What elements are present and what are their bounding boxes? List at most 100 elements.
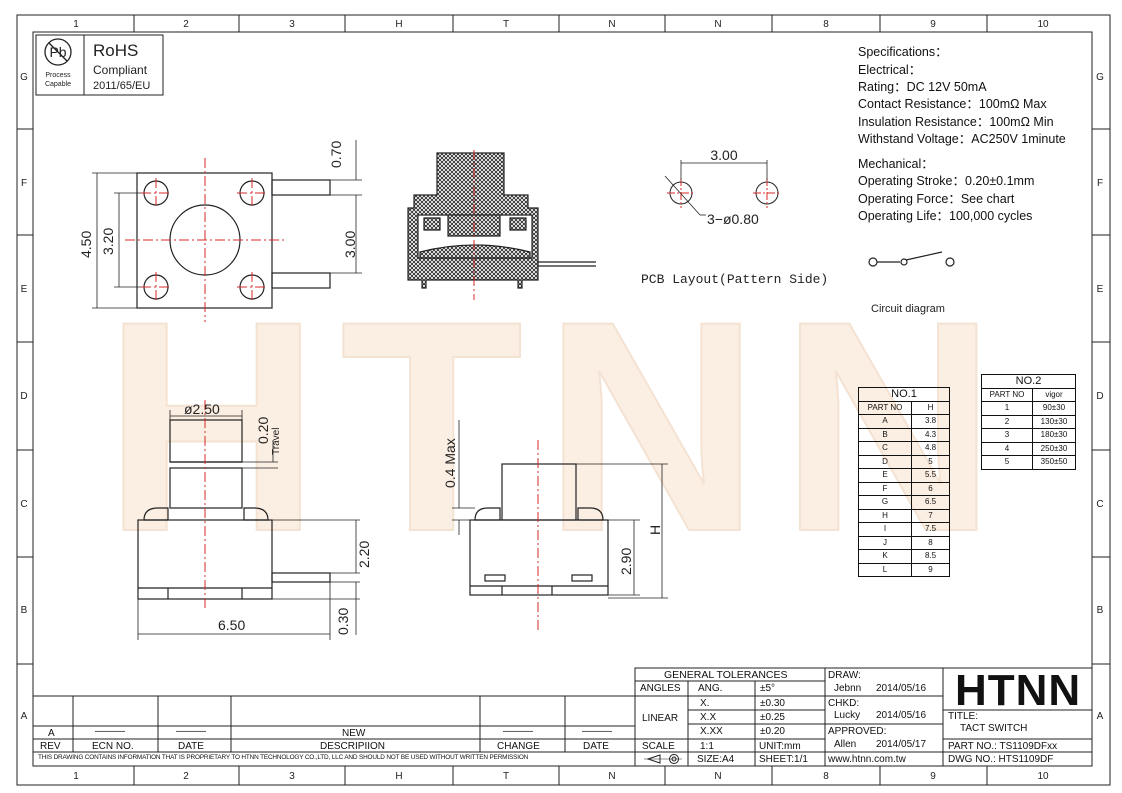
part-code-cell: A: [858, 414, 912, 429]
draw-label: DRAW:: [828, 670, 861, 681]
approved-label: APPROVED:: [828, 726, 887, 737]
col-label: H: [395, 19, 402, 30]
part-value-cell: 9: [911, 562, 950, 577]
chkd-name: Lucky: [834, 710, 861, 721]
projection-symbol: [644, 754, 682, 764]
rohs-badge: Pb Process Capable RoHS Compliant 2011/6…: [35, 34, 164, 96]
spec-line: Operating Force：See chart: [858, 192, 1015, 206]
col-label: N: [608, 19, 615, 30]
col-label: 10: [1037, 771, 1049, 782]
draw-date: 2014/05/16: [876, 683, 927, 694]
title-value: TACT SWITCH: [960, 723, 1028, 734]
part-code-cell: J: [858, 535, 912, 550]
spec-line: Operating Stroke：0.20±0.1mm: [858, 174, 1035, 188]
title-label: TITLE:: [948, 711, 979, 722]
spec-line: Operating Life：100,000 cycles: [858, 209, 1033, 223]
pb-symbol: Pb: [49, 44, 66, 60]
rev-value: A: [48, 728, 55, 739]
col-label: N: [714, 771, 721, 782]
col-label: T: [503, 771, 509, 782]
circuit-symbol: [868, 251, 955, 267]
part-value-cell: 8: [911, 535, 950, 550]
row-label: F: [21, 178, 27, 189]
part-code-cell: 5: [981, 455, 1033, 470]
side-view: [137, 400, 360, 640]
col-label: H: [395, 771, 402, 782]
front-view: [452, 420, 668, 630]
date-dash: ———: [176, 726, 206, 737]
row-label: E: [21, 284, 28, 295]
ecn-dash: ———: [95, 726, 125, 737]
tol-scale-val: 1:1: [700, 741, 714, 752]
proprietary-notice: THIS DRAWING CONTAINS INFORMATION THAT I…: [38, 754, 529, 761]
spec-line: Rating：DC 12V 50mA: [858, 80, 987, 94]
rohs-title: RoHS: [93, 41, 138, 60]
tol-x1: X.: [700, 698, 710, 709]
tol-linear: LINEAR: [642, 713, 679, 724]
title-block-lines: [33, 667, 1093, 767]
tol-ang: ANG.: [698, 683, 723, 694]
part-value-cell: 350±50: [1032, 455, 1076, 470]
row-label: E: [1097, 284, 1104, 295]
col-label: 9: [930, 19, 936, 30]
table-header: PART NO: [858, 400, 912, 415]
row-label: A: [21, 711, 28, 722]
tol-x3-val: ±0.20: [760, 726, 785, 737]
pcb-holes-dim: 3−ø0.80: [707, 211, 759, 227]
tol-ang-val: ±5°: [760, 683, 776, 694]
change-dash: ———: [503, 726, 533, 737]
table-header: H: [911, 400, 950, 415]
part-code-cell: D: [858, 454, 912, 469]
dim-6-50: 6.50: [218, 617, 245, 633]
spec-line: Specifications：: [858, 45, 948, 59]
draw-name: Jebnn: [834, 683, 862, 694]
dim-d2-50: ø2.50: [184, 401, 220, 417]
row-label: D: [1096, 391, 1103, 402]
change-header: CHANGE: [497, 741, 540, 752]
htnn-logo: HTNN: [955, 666, 1082, 715]
part-value-cell: 90±30: [1032, 401, 1076, 416]
circuit-label: Circuit diagram: [871, 303, 945, 315]
frame: [16, 14, 1111, 786]
col-label: 3: [289, 19, 295, 30]
part-value-cell: 6: [911, 481, 950, 496]
spec-line: Mechanical：: [858, 157, 934, 171]
lead-free-icon: [44, 38, 72, 66]
row-label: A: [1097, 711, 1104, 722]
part-code-cell: C: [858, 441, 912, 456]
travel-label: Travel: [271, 428, 282, 455]
dim-2-20: 2.20: [356, 541, 372, 568]
date-header: DATE: [178, 741, 204, 752]
desc-new: NEW: [342, 728, 366, 739]
chkd-label: CHKD:: [828, 698, 860, 709]
part-code-cell: 4: [981, 441, 1033, 456]
top-view: [92, 140, 362, 322]
col-label: 9: [930, 771, 936, 782]
dim-4-50: 4.50: [78, 231, 94, 258]
part-code-cell: F: [858, 481, 912, 496]
part-code-cell: E: [858, 468, 912, 483]
tol-scale: SCALE: [642, 741, 675, 752]
tol-x2: X.X: [700, 712, 717, 723]
spec-line: Electrical：: [858, 63, 922, 77]
row-label: C: [20, 499, 27, 510]
svg-text:Compliant: Compliant: [93, 63, 148, 77]
dim-2-90: 2.90: [618, 548, 634, 575]
svg-text:Capable: Capable: [45, 81, 71, 88]
dim-0-4-max: 0.4 Max: [442, 438, 458, 488]
tol-x1-val: ±0.30: [760, 698, 785, 709]
table-header: PART NO: [981, 387, 1033, 402]
part-value-cell: 4.3: [911, 427, 950, 442]
svg-text:Process: Process: [45, 72, 71, 79]
